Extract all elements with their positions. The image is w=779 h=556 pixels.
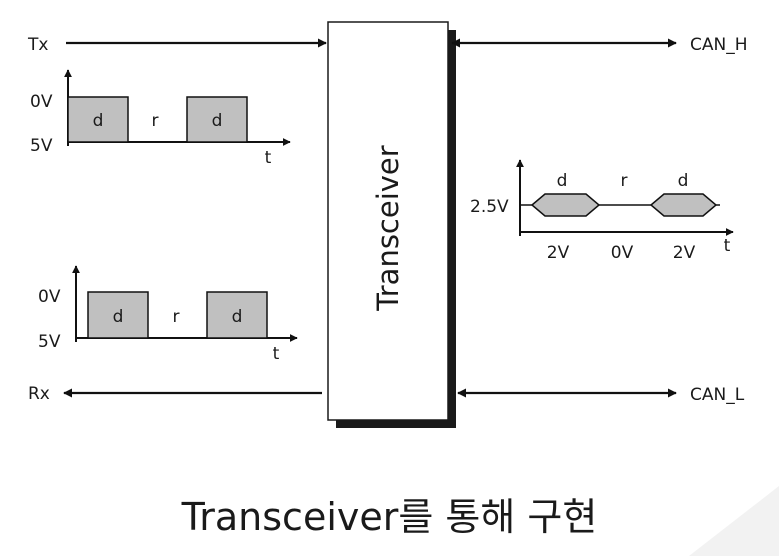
can-transceiver-diagram: Transceiver Tx Rx CAN_H CAN_L 0V 5V d r … — [27, 21, 748, 428]
can-l-label: CAN_L — [690, 385, 745, 405]
tx-time-axis-label: t — [265, 148, 272, 168]
bus-pulse-2 — [649, 193, 718, 217]
rx-pulse-1 — [87, 291, 149, 339]
transceiver-label: Transceiver — [371, 145, 405, 311]
bus-diff-1-label: 2V — [547, 243, 570, 263]
bus-time-axis-label: t — [724, 236, 731, 256]
tx-level-top: 0V — [30, 92, 53, 112]
tx-waveform: 0V 5V d r d t — [30, 69, 291, 168]
bus-diff-mid-label: 0V — [611, 243, 634, 263]
rx-pulse-1-label: d — [113, 307, 124, 327]
bus-diff-2-label: 2V — [673, 243, 696, 263]
bus-gap-label: r — [621, 171, 628, 191]
bus-pulse-1 — [530, 193, 601, 217]
bus-pulse-1-label: d — [557, 171, 568, 191]
tx-level-bottom: 5V — [30, 136, 53, 156]
bus-waveform: 2.5V d r d 2V 0V 2V t — [470, 159, 734, 263]
transceiver-box — [327, 21, 449, 421]
rx-level-bottom: 5V — [38, 332, 61, 352]
rx-waveform: 0V 5V d r d t — [38, 265, 298, 364]
bus-pulse-2-label: d — [678, 171, 689, 191]
rx-level-top: 0V — [38, 287, 61, 307]
tx-pulse-2 — [186, 96, 248, 143]
corner-decoration — [689, 486, 779, 556]
tx-gap-label: r — [152, 111, 159, 131]
bus-level-label: 2.5V — [470, 197, 509, 217]
tx-pulse-1 — [67, 96, 129, 143]
can-h-label: CAN_H — [690, 35, 748, 55]
caption: Transceiver를 통해 구현 — [181, 495, 598, 539]
rx-gap-label: r — [173, 307, 180, 327]
tx-label: Tx — [27, 35, 48, 55]
rx-pulse-2-label: d — [232, 307, 243, 327]
rx-pulse-2 — [206, 291, 268, 339]
tx-pulse-2-label: d — [212, 111, 223, 131]
rx-label: Rx — [28, 384, 50, 404]
rx-time-axis-label: t — [273, 344, 280, 364]
tx-pulse-1-label: d — [93, 111, 104, 131]
